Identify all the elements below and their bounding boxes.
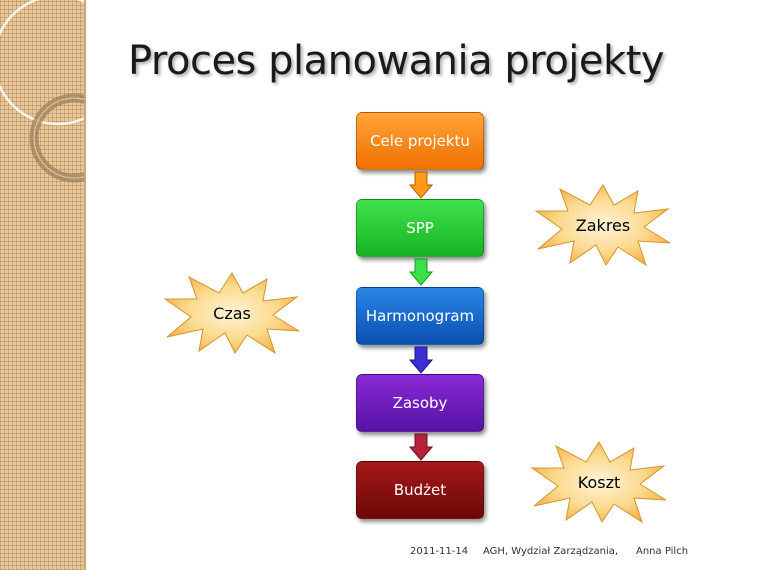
arrow-down-icon	[409, 171, 433, 199]
arrow-down-icon	[409, 433, 433, 461]
sidebar-divider	[84, 0, 86, 570]
footer-date: 2011-11-14	[410, 546, 469, 557]
footer-author: Anna Pilch	[636, 546, 689, 557]
arrow-down-icon	[409, 258, 433, 286]
starburst-icon	[534, 184, 671, 267]
step-zasoby: Zasoby	[356, 374, 484, 432]
starburst-icon	[163, 272, 300, 355]
step-budzet: Budżet	[356, 461, 484, 519]
constraint-koszt: Koszt	[530, 440, 668, 524]
slide-title: Proces planowania projekty	[128, 38, 665, 84]
step-cele-projektu: Cele projektu	[356, 112, 484, 170]
ring-decoration-icon	[0, 0, 84, 183]
step-harmonogram: Harmonogram	[356, 287, 484, 345]
constraint-koszt-label: Koszt	[577, 472, 621, 492]
arrow-down-icon	[409, 346, 433, 374]
decorative-sidebar	[0, 0, 84, 570]
footer-organization: AGH, Wydział Zarządzania,	[483, 546, 619, 557]
constraint-zakres-label: Zakres	[575, 215, 631, 235]
constraint-zakres: Zakres	[534, 183, 672, 267]
step-spp: SPP	[356, 199, 484, 257]
starburst-icon	[530, 441, 667, 524]
constraint-czas: Czas	[163, 271, 301, 355]
constraint-czas-label: Czas	[213, 303, 251, 323]
